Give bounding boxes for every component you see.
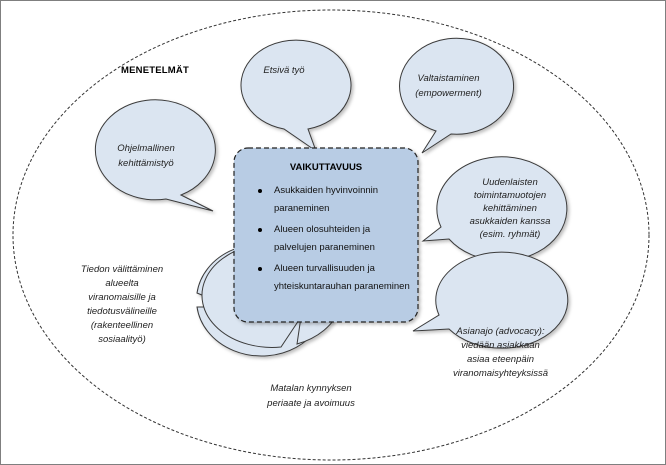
bubble-text-uudenlaisten: Uudenlaisten toimintamuotojen kehittämin…: [446, 176, 574, 241]
outcome-text: Alueen olosuhteiden ja palvelujen parane…: [274, 224, 375, 253]
bubble-line: Matalan kynnyksen: [270, 383, 352, 394]
bubble-etsiva: [240, 39, 352, 153]
bubble-ohjelmallinen: [94, 99, 216, 212]
bubble-line: alueelta: [105, 278, 139, 289]
bubble-line: viranomaisille ja: [88, 292, 156, 303]
bubble-text-ohjelmallinen: Ohjelmallinen kehittämistyö: [86, 141, 206, 171]
bubble-line: viranomaisyhteyksissä: [452, 368, 549, 379]
center-title: VAIKUTTAVUUS: [289, 162, 363, 173]
bubble-line: (rakenteellinen: [90, 320, 154, 331]
bubble-asianajo: [412, 251, 569, 349]
bubble-line: tiedotusvälineille: [87, 306, 157, 317]
bubble-line: (esim. ryhmät): [479, 229, 541, 240]
outcome-text: Asukkaiden hyvinvoinnin paraneminen: [274, 185, 379, 214]
outcome-list: Asukkaiden hyvinvoinnin paraneminen Alue…: [244, 182, 414, 299]
bubble-line: Asianajo (advocacy):: [456, 326, 545, 337]
bubble-line: Etsivä työ: [263, 65, 305, 76]
bullet-icon: [258, 228, 262, 232]
bubble-line: asiaa eteenpäin: [466, 354, 535, 365]
bubble-line: Tiedon välittäminen: [80, 264, 164, 275]
outcome-item: Alueen turvallisuuden ja yhteiskuntarauh…: [244, 260, 414, 296]
bubble-line: periaate ja avoimuus: [267, 398, 355, 409]
heading-menetelmat: MENETELMÄT: [121, 65, 189, 76]
bubble-line: sosiaalityö): [98, 334, 146, 345]
bullet-icon: [258, 189, 262, 193]
outer-ellipse: [12, 9, 650, 461]
bubble-text-valtaistaminen: Valtaistaminen (empowerment): [391, 71, 506, 101]
bubble-text-etsiva: Etsivä työ: [229, 63, 339, 78]
bubble-line: Ohjelmallinen: [117, 143, 175, 154]
bubble-line: kehittämistyö: [118, 158, 174, 169]
center-content: VAIKUTTAVUUS Asukkaiden hyvinvoinnin par…: [234, 148, 418, 322]
bubble-line: viedään asiakkaan: [461, 340, 540, 351]
outcome-item: Alueen olosuhteiden ja palvelujen parane…: [244, 221, 414, 257]
bubble-line: Valtaistaminen: [417, 73, 480, 84]
outcome-text: Alueen turvallisuuden ja yhteiskuntarauh…: [274, 263, 410, 292]
bubble-text-matalan: Matalan kynnyksen periaate ja avoimuus: [241, 381, 381, 411]
bubble-text-tiedon: Tiedon välittäminen alueelta viranomaisi…: [57, 263, 187, 347]
center-box: [233, 147, 419, 323]
outcome-item: Asukkaiden hyvinvoinnin paraneminen: [244, 182, 414, 218]
bubble-line: kehittäminen: [483, 203, 537, 214]
bubble-line: toimintamuotojen: [473, 190, 547, 201]
bubble-valtaistaminen: [399, 37, 515, 154]
bullet-icon: [258, 267, 262, 271]
bubble-line: Uudenlaisten: [482, 177, 538, 188]
bubble-line: asukkaiden kanssa: [469, 216, 551, 227]
bubble-text-asianajo: Asianajo (advocacy): viedään asiakkaan a…: [433, 325, 568, 381]
bubble-line: (empowerment): [415, 88, 482, 99]
